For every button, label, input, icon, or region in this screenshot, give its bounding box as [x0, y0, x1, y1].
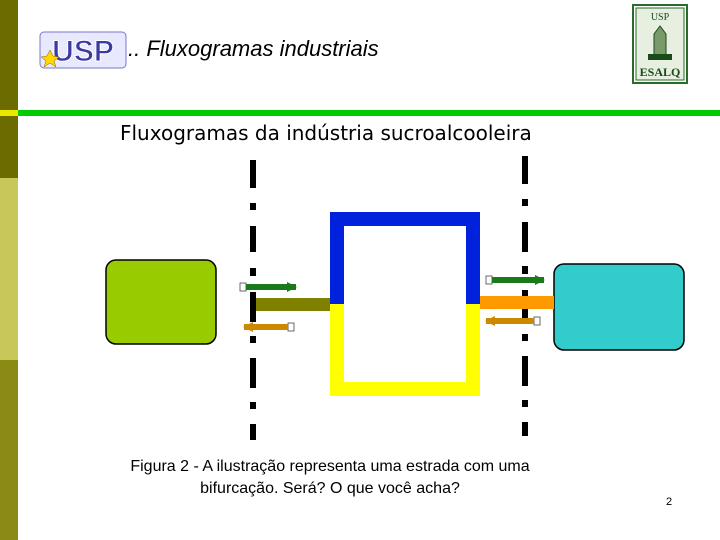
left-pipe — [256, 298, 330, 311]
caption-line-2: bifurcação. Será? O que você acha? — [200, 480, 460, 497]
central-frame — [330, 212, 480, 396]
esalq-logo: USP ESALQ — [632, 4, 688, 84]
esalq-logo-top-text: USP — [651, 12, 670, 23]
page-number: 2 — [666, 496, 673, 508]
left-outgoing-arrow — [243, 322, 295, 332]
right-process-box — [553, 263, 685, 351]
left-boundary-line — [250, 160, 256, 440]
star-icon — [40, 49, 60, 68]
sidebar-stripe-bottom — [0, 360, 18, 540]
right-pipe — [480, 296, 554, 309]
esalq-logo-bottom-text: ESALQ — [640, 65, 681, 79]
right-outgoing-arrow — [485, 316, 541, 326]
header-rule-accent — [0, 110, 18, 116]
usp-logo: USP — [39, 31, 127, 69]
sidebar-stripe-top — [0, 0, 18, 178]
right-incoming-arrow — [485, 275, 545, 285]
left-process-box — [105, 259, 217, 345]
figure-caption: Figura 2 - A ilustração representa uma e… — [60, 456, 600, 500]
usp-logo-text: USP — [52, 35, 114, 68]
slide-title: Fluxogramas da indústria sucroalcooleira — [120, 121, 532, 145]
sidebar-stripe-middle — [0, 178, 18, 360]
header-title: .. Fluxogramas industriais — [128, 36, 379, 61]
caption-line-1: Figura 2 - A ilustração representa uma e… — [130, 458, 530, 475]
left-incoming-arrow — [239, 282, 297, 292]
header-rule — [18, 110, 720, 116]
